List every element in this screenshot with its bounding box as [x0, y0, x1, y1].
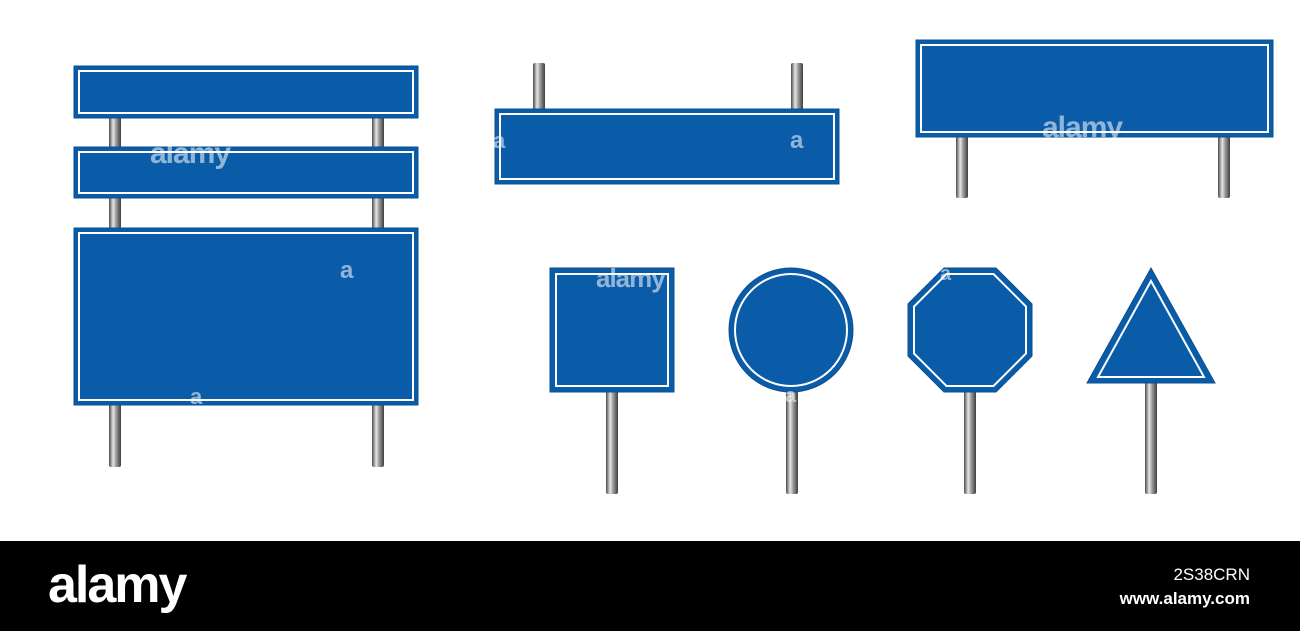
svg-text:a: a	[785, 385, 797, 407]
square-post-sign	[549, 267, 675, 494]
road-signs-illustration: alamy alamy alamy a a a a a a	[73, 39, 1274, 494]
svg-text:alamy: alamy	[150, 137, 231, 170]
pole	[1145, 375, 1157, 494]
svg-text:alamy: alamy	[596, 263, 666, 293]
svg-text:a: a	[940, 263, 952, 285]
stacked-board-sign	[73, 65, 419, 467]
svg-text:a: a	[790, 127, 804, 154]
octagon-post-sign	[907, 267, 1033, 494]
svg-text:a: a	[190, 384, 203, 409]
image-code: 2S38CRN	[1173, 565, 1250, 584]
middle-bar-sign	[73, 146, 419, 199]
circle-post-sign	[728, 267, 854, 494]
pole	[786, 385, 798, 494]
pole	[964, 385, 976, 494]
svg-text:alamy: alamy	[1042, 111, 1123, 144]
svg-text:a: a	[493, 128, 506, 153]
pole	[1218, 132, 1230, 198]
svg-text:a: a	[340, 257, 354, 284]
pole	[956, 132, 968, 198]
hanging-bar-sign	[494, 63, 840, 185]
alamy-logo: alamy	[48, 556, 187, 614]
triangle-post-sign	[1086, 266, 1216, 494]
pole	[791, 63, 803, 113]
pole	[533, 63, 545, 113]
watermark-footer: alamy 2S38CRN www.alamy.com	[0, 541, 1300, 631]
large-board-sign	[73, 227, 419, 406]
site-url: www.alamy.com	[1119, 589, 1250, 608]
top-bar-sign	[73, 65, 419, 119]
pole	[606, 385, 618, 494]
watermark: alamy alamy alamy a a a a a a	[150, 111, 1124, 409]
road-signs-scene: alamy alamy alamy a a a a a a	[73, 39, 1274, 494]
elevated-board-sign	[915, 39, 1274, 198]
